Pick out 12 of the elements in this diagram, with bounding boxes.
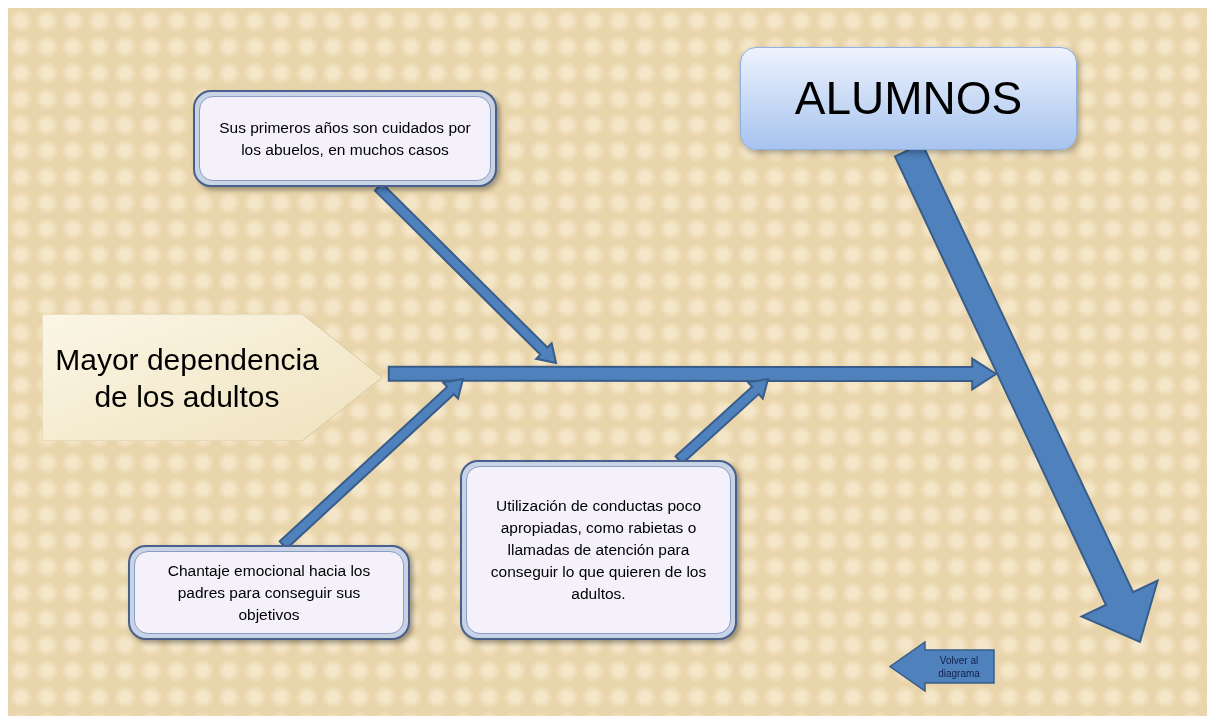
cause-text: Mayor dependencia de los adultos	[54, 341, 320, 415]
text-box	[128, 545, 410, 640]
back-button: Volver al diagrama	[889, 641, 995, 692]
title-text: ALUMNOS	[794, 71, 1023, 126]
arrow	[387, 356, 998, 392]
text-box	[193, 90, 497, 187]
title-box	[740, 47, 1077, 150]
box-text: Utilización de conductas poco apropiadas, como rabietas o llamadas de atención para conseguir lo que quieren de los adultos.	[489, 496, 708, 604]
box-text: Chantaje emocional hacia los padres para conseguir sus objetivos	[166, 560, 372, 625]
box-text: Sus primeros años son cuidados por los abuelos, en muchos casos	[218, 117, 472, 160]
pentagon-arrow	[42, 314, 382, 441]
text-box	[460, 460, 737, 640]
